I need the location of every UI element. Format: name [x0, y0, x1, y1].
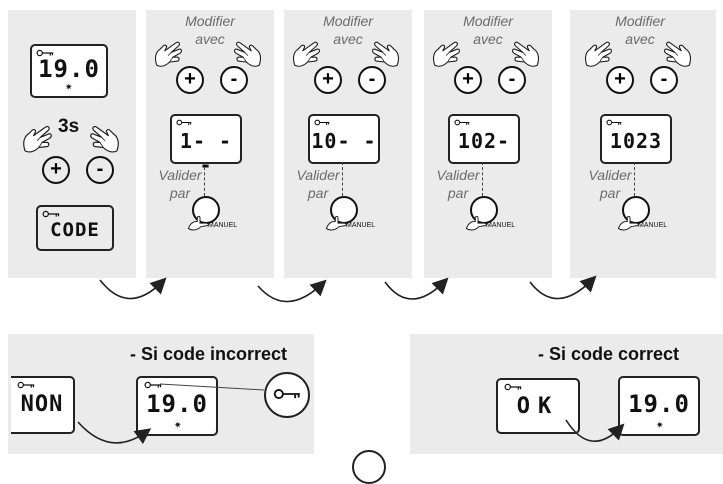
key-icon [314, 119, 330, 126]
modify-with-label: Modifier avec [185, 13, 235, 47]
manual-label: MANUEL [208, 222, 238, 229]
manual-button[interactable] [330, 196, 358, 224]
plus-button[interactable]: + [314, 66, 342, 94]
plus-button[interactable]: + [454, 66, 482, 94]
lcd-display-non: NON [11, 376, 75, 434]
lcd-display-code-entry: 10- - [308, 114, 380, 164]
step-arrows [99, 275, 597, 303]
validate-by-label: Valider par [436, 167, 480, 201]
key-icon [606, 119, 622, 126]
hand-left-icon [290, 38, 322, 70]
partial-circle-icon [352, 450, 386, 484]
non-readout: NON [20, 392, 64, 417]
hand-right-icon [662, 38, 694, 70]
incorrect-title: - Si code incorrect [130, 344, 288, 364]
hand-right-icon [370, 38, 402, 70]
key-zoom-icon [264, 372, 310, 418]
hand-right-icon [510, 38, 542, 70]
minus-button[interactable]: - [220, 66, 248, 94]
lcd-display-temperature-correct: 19.0 ✷ [618, 376, 700, 436]
dashed-connector [204, 162, 205, 196]
manual-label: MANUEL [346, 222, 376, 229]
key-icon [454, 119, 470, 126]
lcd-display-code: CODE [36, 205, 114, 251]
hold-duration-label: 3s [58, 116, 80, 137]
arrow-step1 [99, 277, 167, 300]
temperature-readout: 19.0 [628, 390, 690, 418]
validate-by-label: Valider par [158, 167, 202, 201]
plus-button[interactable]: + [606, 66, 634, 94]
correct-title: - Si code correct [538, 344, 680, 364]
validate-by-label: Valider par [296, 167, 340, 201]
minus-button[interactable]: - [86, 156, 114, 184]
code-entry-readout: 10- - [311, 129, 377, 153]
dashed-connector [342, 162, 343, 196]
temperature-readout: 19.0 [146, 390, 208, 418]
arrow-step3 [384, 277, 449, 300]
hand-right-icon [232, 38, 264, 70]
key-icon [504, 383, 522, 391]
sun-icon: ✷ [174, 420, 182, 430]
lcd-display-temperature: 19.0 ✷ [30, 44, 108, 98]
code-entry-readout: 102- [457, 129, 511, 153]
dashed-connector [482, 162, 483, 196]
lcd-display-temperature-incorrect: 19.0 ✷ [136, 376, 218, 436]
sun-icon: ✷ [656, 420, 664, 430]
modify-with-label: Modifier avec [323, 13, 373, 47]
temperature-readout: 19.0 [38, 55, 100, 83]
hand-left-icon [20, 122, 54, 156]
arrow-step2 [257, 279, 327, 303]
sun-icon: ✷ [65, 82, 73, 92]
plus-button[interactable]: + [176, 66, 204, 94]
plus-button[interactable]: + [42, 156, 70, 184]
ok-readout: OK [516, 394, 560, 419]
code-readout: CODE [50, 219, 100, 241]
minus-button[interactable]: - [358, 66, 386, 94]
key-icon [42, 210, 60, 218]
hand-left-icon [582, 38, 614, 70]
hand-left-icon [152, 38, 184, 70]
dashed-connector [634, 162, 635, 196]
lcd-display-code-entry: 1- - - [170, 114, 242, 177]
lcd-display-code-entry: 1023 [600, 114, 672, 164]
hand-left-icon [430, 38, 462, 70]
incorrect-connectors [77, 383, 265, 445]
modify-with-label: Modifier avec [463, 13, 513, 47]
manual-label: MANUEL [638, 222, 668, 229]
minus-button[interactable]: - [498, 66, 526, 94]
hand-right-icon [88, 122, 122, 156]
key-icon [273, 388, 301, 400]
manual-button[interactable] [470, 196, 498, 224]
key-icon [176, 119, 192, 126]
code-entry-readout: 1- - - [179, 129, 233, 177]
validate-by-label: Valider par [588, 167, 632, 201]
minus-button[interactable]: - [650, 66, 678, 94]
lcd-display-ok: OK [496, 378, 580, 434]
manual-label: MANUEL [486, 222, 516, 229]
lcd-display-code-entry: 102- [448, 114, 520, 164]
arrow-step4 [529, 275, 597, 300]
modify-with-label: Modifier avec [615, 13, 665, 47]
correct-connector [565, 419, 625, 443]
code-entry-readout: 1023 [609, 129, 663, 153]
